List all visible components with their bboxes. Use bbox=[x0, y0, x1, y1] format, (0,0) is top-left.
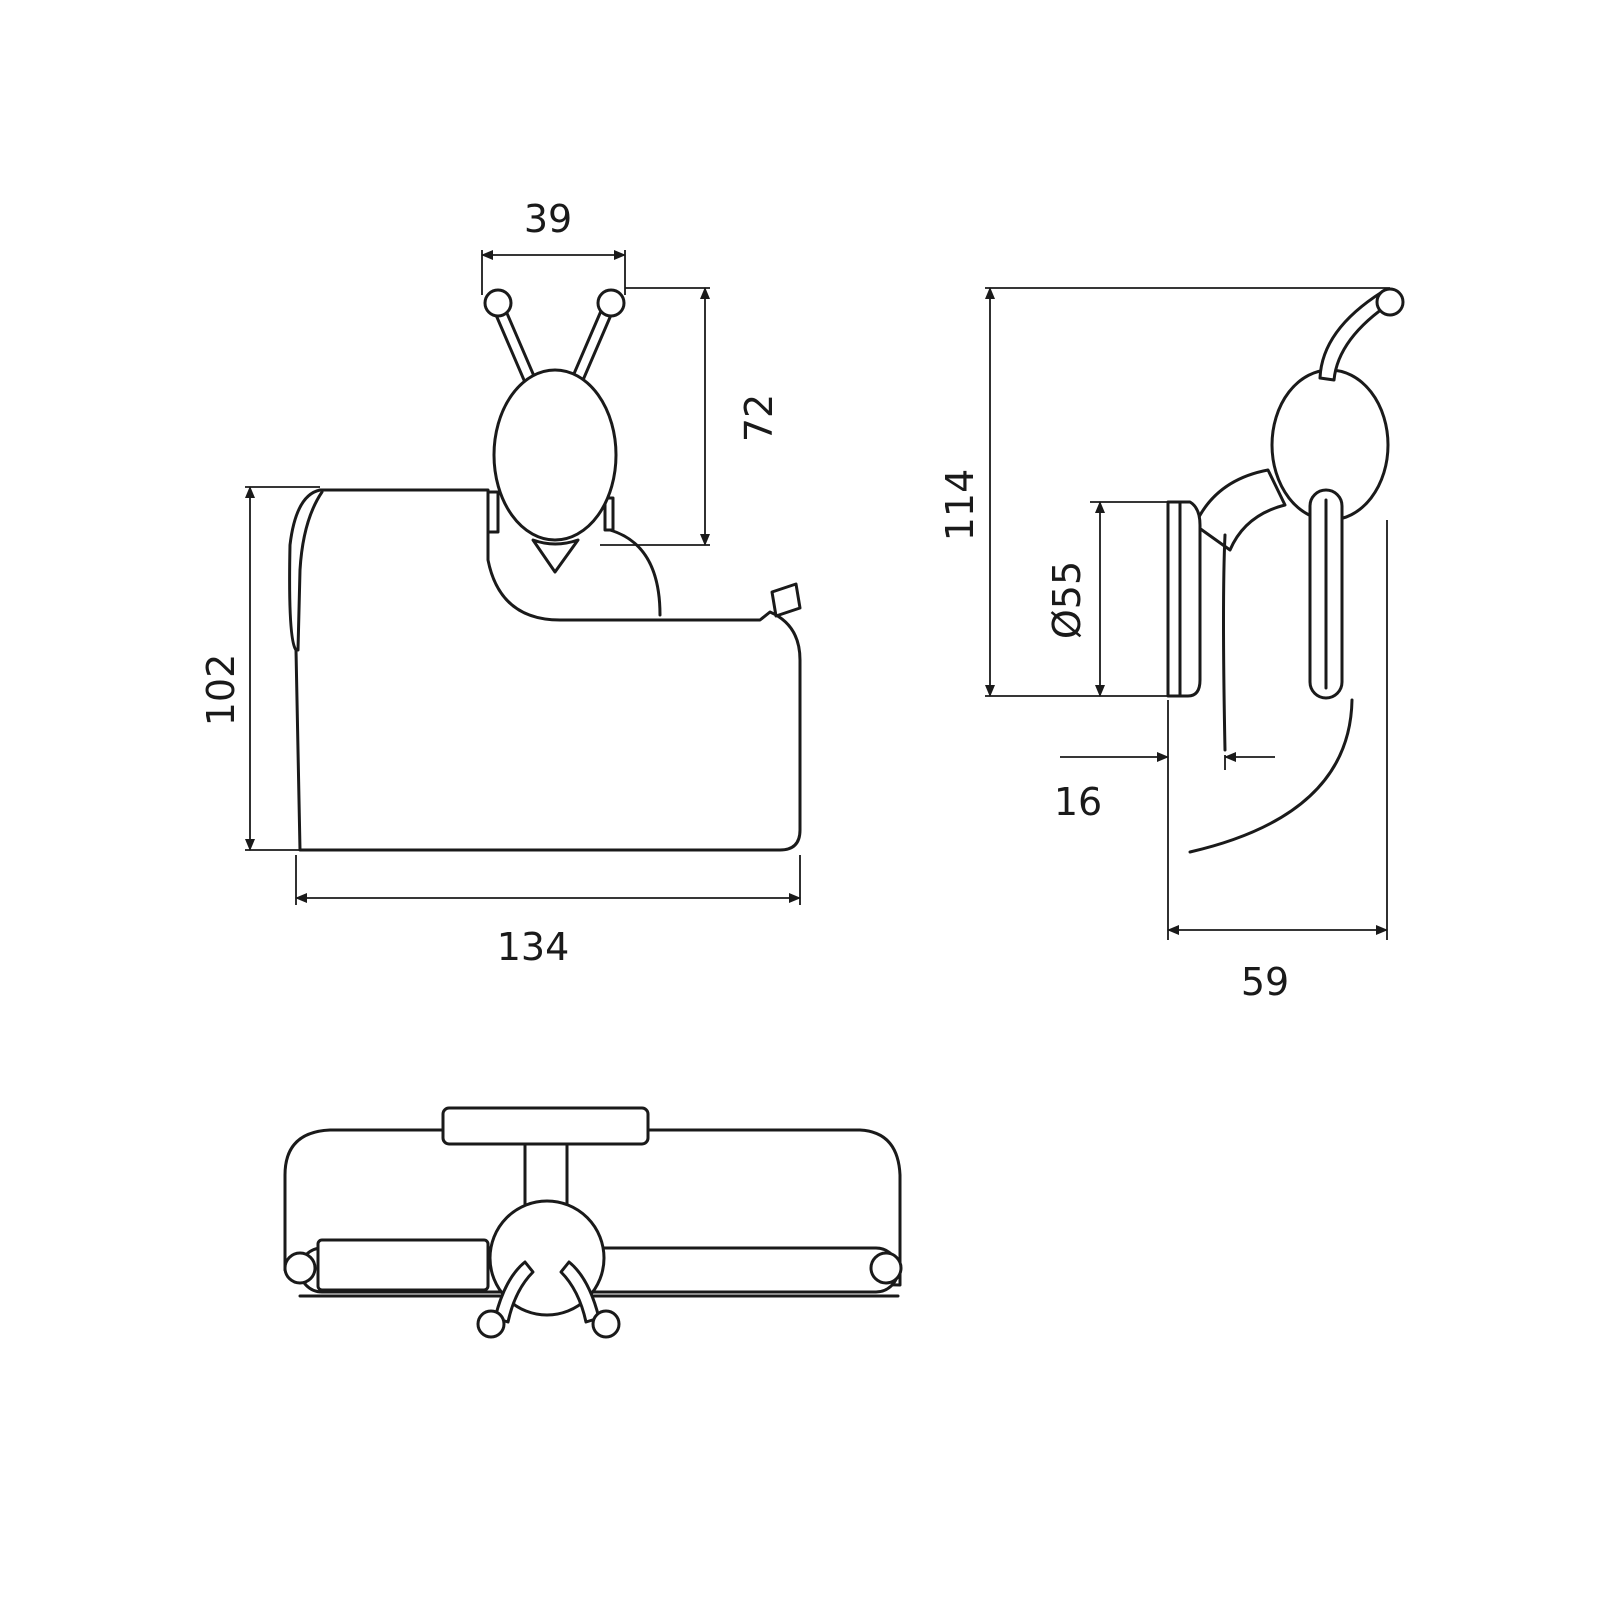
front-hook-ball-right bbox=[596, 288, 626, 318]
dim-text-114: 114 bbox=[938, 469, 982, 542]
dim-text-39: 39 bbox=[524, 197, 572, 241]
side-support bbox=[1222, 533, 1227, 752]
front-hook-ball-left bbox=[483, 288, 513, 318]
top-end-ball-left bbox=[283, 1251, 317, 1285]
dim-text-55: Ø55 bbox=[1045, 561, 1089, 639]
side-wall-base bbox=[1166, 500, 1202, 698]
dim-text-59: 59 bbox=[1241, 960, 1289, 1004]
front-view bbox=[288, 288, 802, 852]
front-bug-tail bbox=[531, 538, 580, 574]
dim-text-102: 102 bbox=[199, 654, 243, 727]
front-mount-left bbox=[486, 490, 500, 534]
top-hook-ball-left bbox=[476, 1309, 506, 1339]
side-arm bbox=[1193, 468, 1287, 552]
front-dimensions: 39 72 102 134 bbox=[199, 197, 801, 969]
top-roll-left bbox=[316, 1238, 490, 1292]
top-end-ball-right bbox=[869, 1251, 903, 1285]
front-peg bbox=[770, 582, 802, 618]
front-cover-body bbox=[288, 488, 802, 852]
top-wall-plate bbox=[441, 1106, 650, 1146]
dim-text-72: 72 bbox=[737, 394, 781, 442]
top-view bbox=[283, 1106, 903, 1339]
front-roll bbox=[608, 528, 662, 617]
front-cover-edge bbox=[296, 490, 324, 652]
side-hook-ball bbox=[1375, 287, 1405, 317]
dim-text-134: 134 bbox=[497, 925, 570, 969]
dim-text-16: 16 bbox=[1054, 780, 1102, 824]
side-dimensions: 114 Ø55 16 59 bbox=[938, 287, 1390, 1004]
side-view bbox=[1166, 287, 1405, 854]
front-bug-body bbox=[492, 368, 618, 542]
side-cover-curve bbox=[1188, 698, 1354, 854]
top-hook-ball-right bbox=[591, 1309, 621, 1339]
